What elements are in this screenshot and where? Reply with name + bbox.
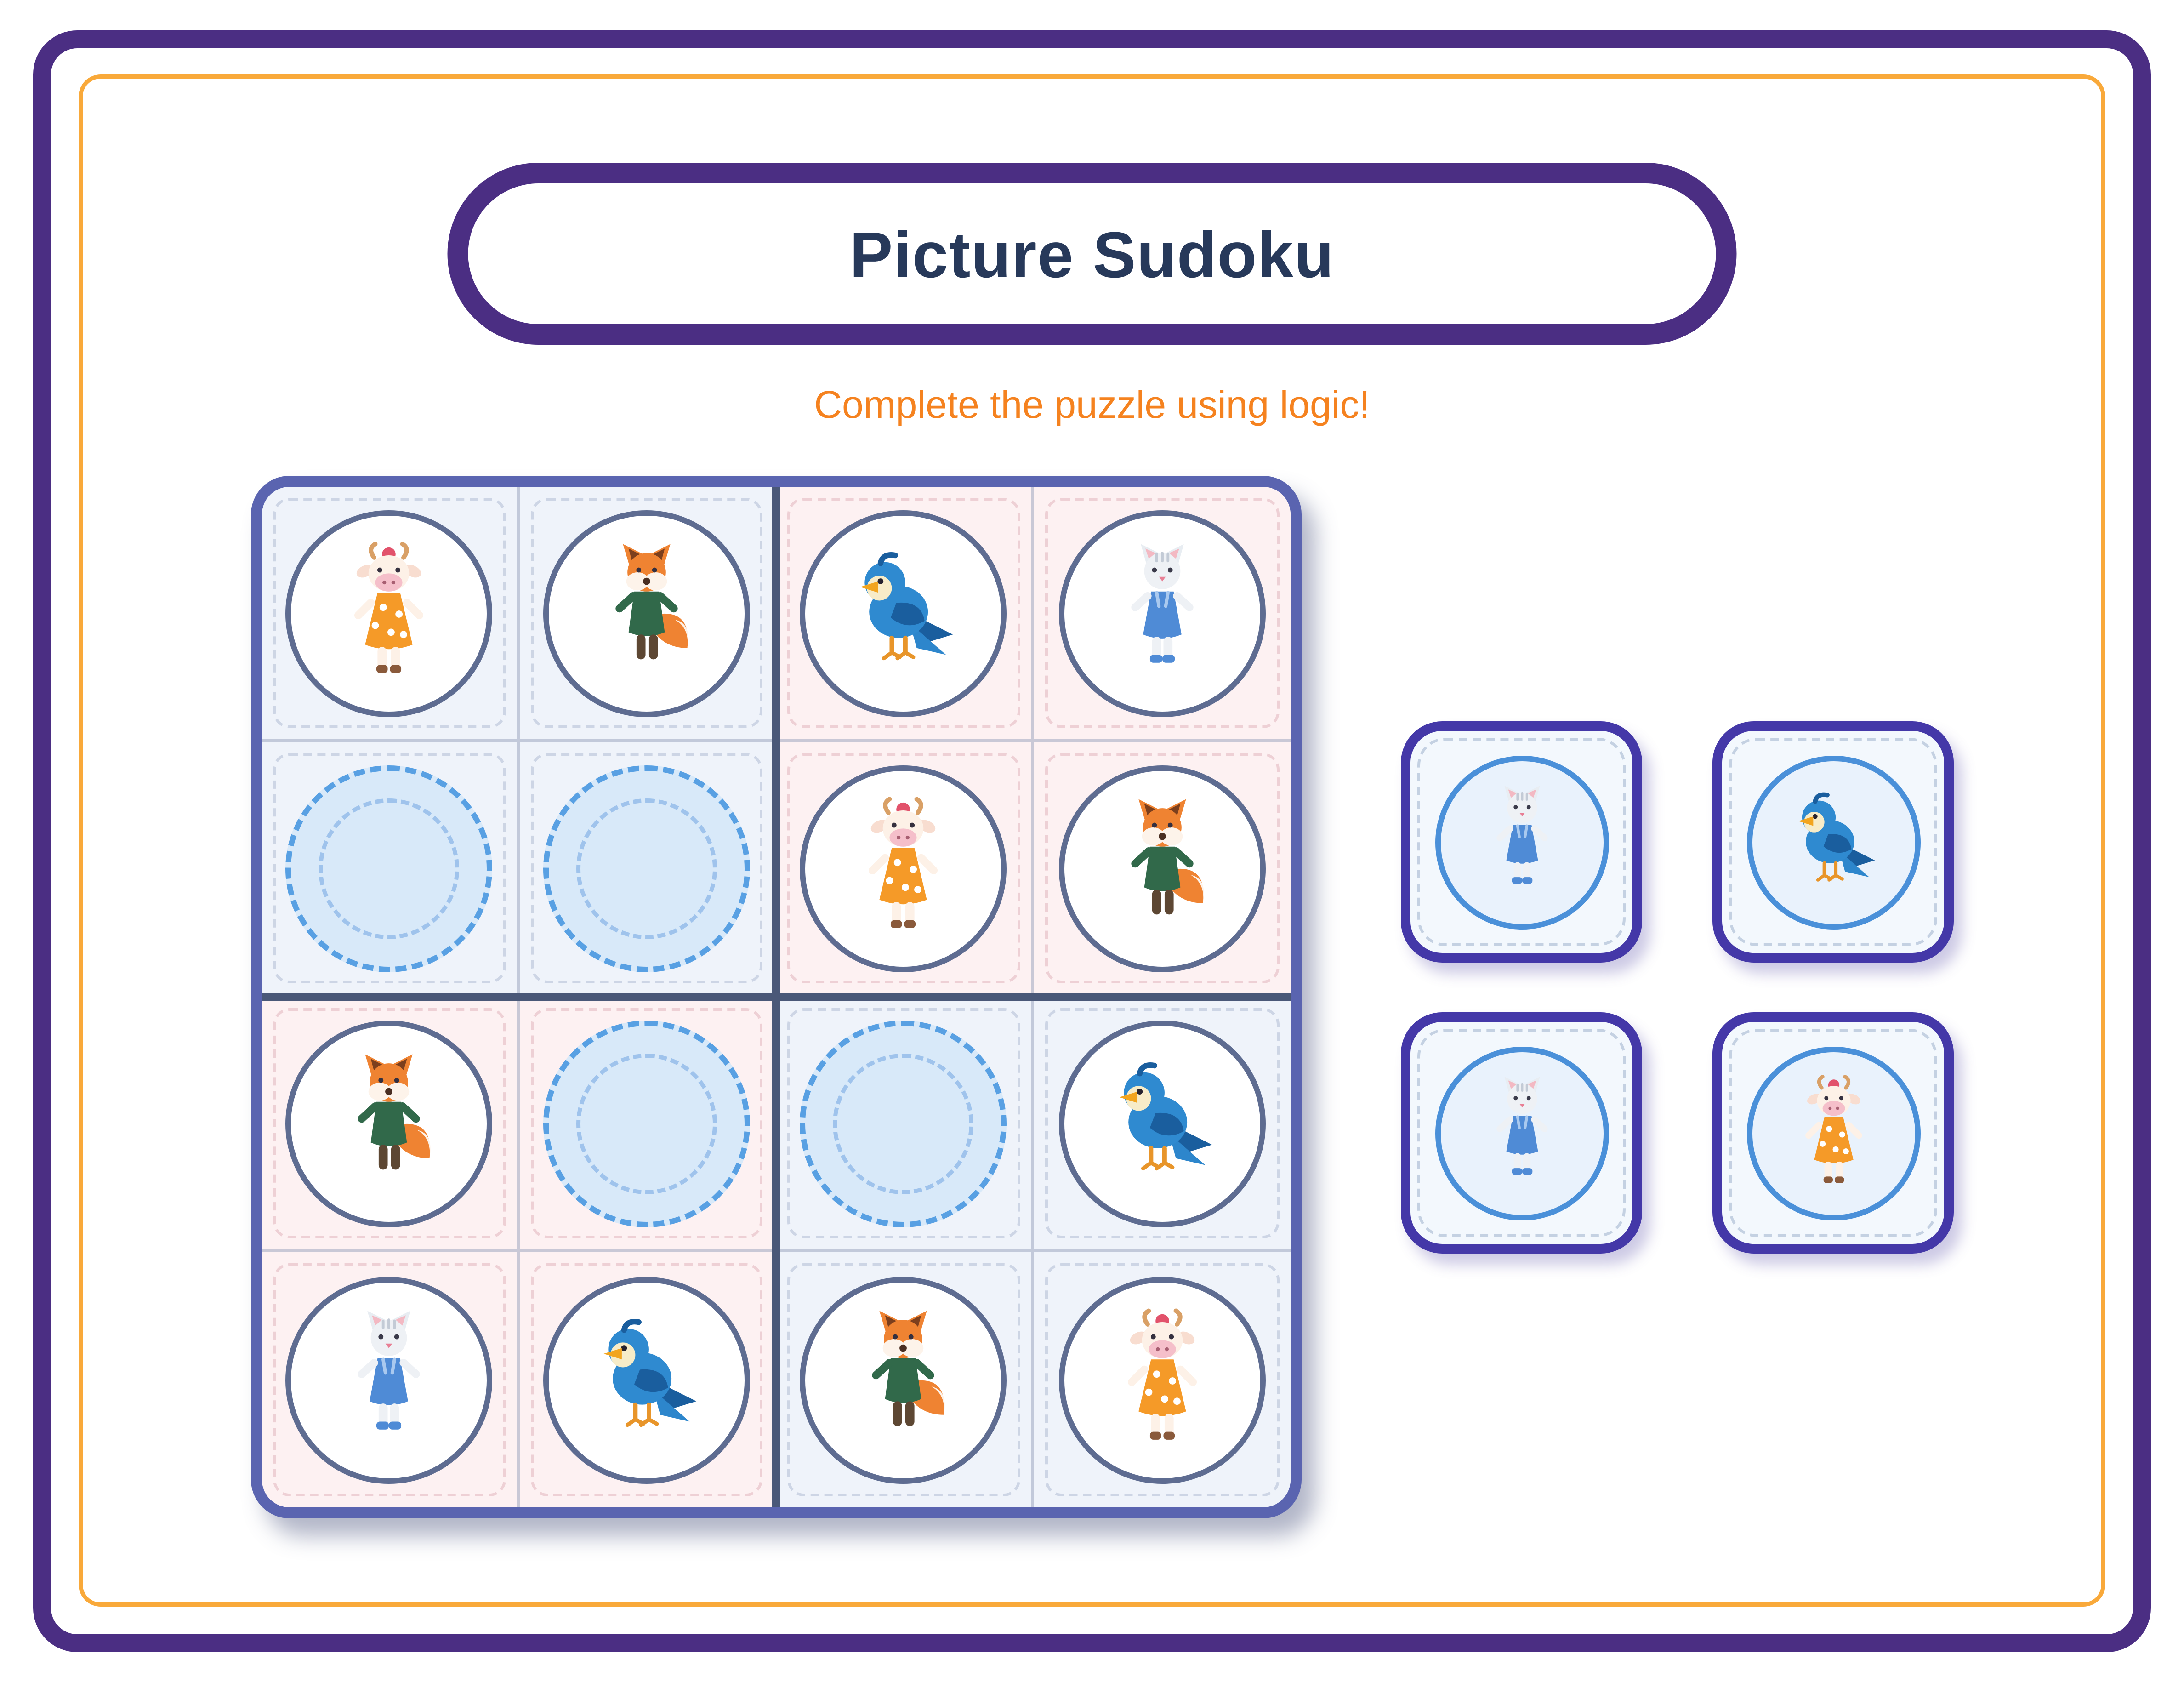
cow-picture-circle: [800, 764, 1007, 972]
answer-tile-3-cat[interactable]: [1401, 1012, 1642, 1254]
grid-cell-r2c3: [776, 742, 1034, 997]
grid-cell-r2c2[interactable]: [519, 742, 776, 997]
grid-cell-r1c2: [519, 487, 776, 742]
grid-cell-r1c3: [776, 487, 1034, 742]
fox-picture-circle: [800, 1276, 1007, 1483]
inner-orange-frame: [79, 74, 2105, 1607]
sudoku-board: [251, 476, 1302, 1518]
cat-tile-circle: [1434, 1046, 1609, 1220]
sudoku-cells: [262, 487, 1291, 1507]
empty-answer-slot[interactable]: [800, 1020, 1007, 1227]
cow-picture-circle: [1058, 1276, 1266, 1483]
bird-picture-circle: [543, 1276, 750, 1483]
subtitle: Complete the puzzle using logic!: [814, 383, 1370, 426]
grid-cell-r2c1[interactable]: [262, 742, 519, 997]
cat-tile-circle: [1434, 755, 1609, 929]
cat-icon: [358, 1311, 421, 1430]
cat-icon: [1131, 544, 1193, 663]
bird-picture-circle: [1058, 1020, 1266, 1227]
grid-cell-r4c4: [1033, 1252, 1291, 1507]
fox-icon: [358, 1054, 431, 1170]
cow-icon: [869, 797, 938, 928]
title-banner: Picture Sudoku: [447, 163, 1737, 345]
grid-cell-r4c2: [519, 1252, 776, 1507]
cat-picture-circle: [1058, 509, 1266, 717]
cow-picture-circle: [285, 509, 493, 717]
empty-slot-inner-ring: [576, 1053, 717, 1194]
cow-icon: [354, 542, 424, 673]
empty-slot-inner-ring: [576, 798, 717, 939]
bird-icon: [1797, 792, 1874, 881]
cat-icon: [1496, 1076, 1547, 1174]
cow-icon: [1127, 1308, 1197, 1440]
cow-icon: [1804, 1074, 1862, 1183]
grid-cell-r1c4: [1033, 487, 1291, 742]
bird-icon: [860, 552, 953, 661]
fox-picture-circle: [1058, 764, 1266, 972]
answer-tile-4-cow[interactable]: [1712, 1012, 1954, 1254]
bird-icon: [1119, 1062, 1212, 1171]
page-title: Picture Sudoku: [849, 217, 1335, 291]
fox-icon: [872, 1311, 945, 1426]
outer-purple-frame: [33, 30, 2151, 1652]
cat-picture-circle: [285, 1276, 493, 1483]
answer-tile-2-bird[interactable]: [1712, 721, 1954, 963]
fox-icon: [1131, 799, 1204, 915]
fox-picture-circle: [285, 1020, 493, 1227]
quadrant-divider-horizontal: [262, 993, 1291, 1001]
grid-cell-r3c1: [262, 997, 519, 1252]
bird-icon: [603, 1319, 696, 1427]
grid-cell-r1c1: [262, 487, 519, 742]
empty-answer-slot[interactable]: [285, 764, 493, 972]
grid-cell-r2c4: [1033, 742, 1291, 997]
grid-cell-r3c2[interactable]: [519, 997, 776, 1252]
empty-answer-slot[interactable]: [543, 764, 750, 972]
fox-picture-circle: [543, 509, 750, 717]
cat-icon: [1496, 785, 1547, 883]
grid-cell-r4c3: [776, 1252, 1034, 1507]
fox-icon: [615, 544, 688, 660]
bird-picture-circle: [800, 509, 1007, 717]
answer-tile-1-cat[interactable]: [1401, 721, 1642, 963]
empty-slot-inner-ring: [833, 1053, 974, 1194]
empty-answer-slot[interactable]: [543, 1020, 750, 1227]
bird-tile-circle: [1746, 755, 1920, 929]
cow-tile-circle: [1746, 1046, 1920, 1220]
grid-cell-r4c1: [262, 1252, 519, 1507]
empty-slot-inner-ring: [318, 798, 460, 939]
grid-cell-r3c4: [1033, 997, 1291, 1252]
grid-cell-r3c3[interactable]: [776, 997, 1034, 1252]
answer-tiles: [1401, 721, 1954, 1254]
